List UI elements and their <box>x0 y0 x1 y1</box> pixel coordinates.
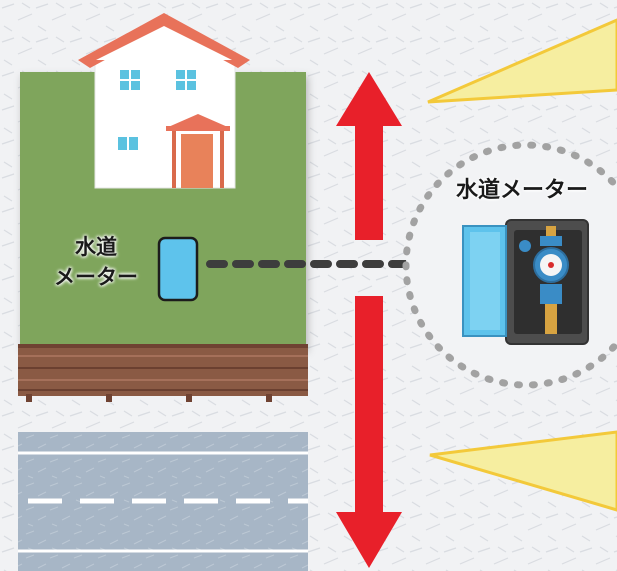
water-meter-icon <box>157 236 199 302</box>
house-icon <box>78 13 250 189</box>
yard-meter-label-line2: メーター <box>54 265 138 289</box>
yard-meter-label: 水道 メーター <box>46 232 146 292</box>
open-meter-box-icon <box>462 219 589 345</box>
red-double-arrow-icon <box>336 72 402 568</box>
road-icon <box>18 432 308 571</box>
callout-meter-label: 水道メーター <box>456 178 589 203</box>
yard-meter-label-line1: 水道 <box>75 235 117 259</box>
callout-pointer-bottom <box>429 430 617 512</box>
callout-pointer-top <box>427 18 617 104</box>
wooden-fence <box>18 344 308 402</box>
